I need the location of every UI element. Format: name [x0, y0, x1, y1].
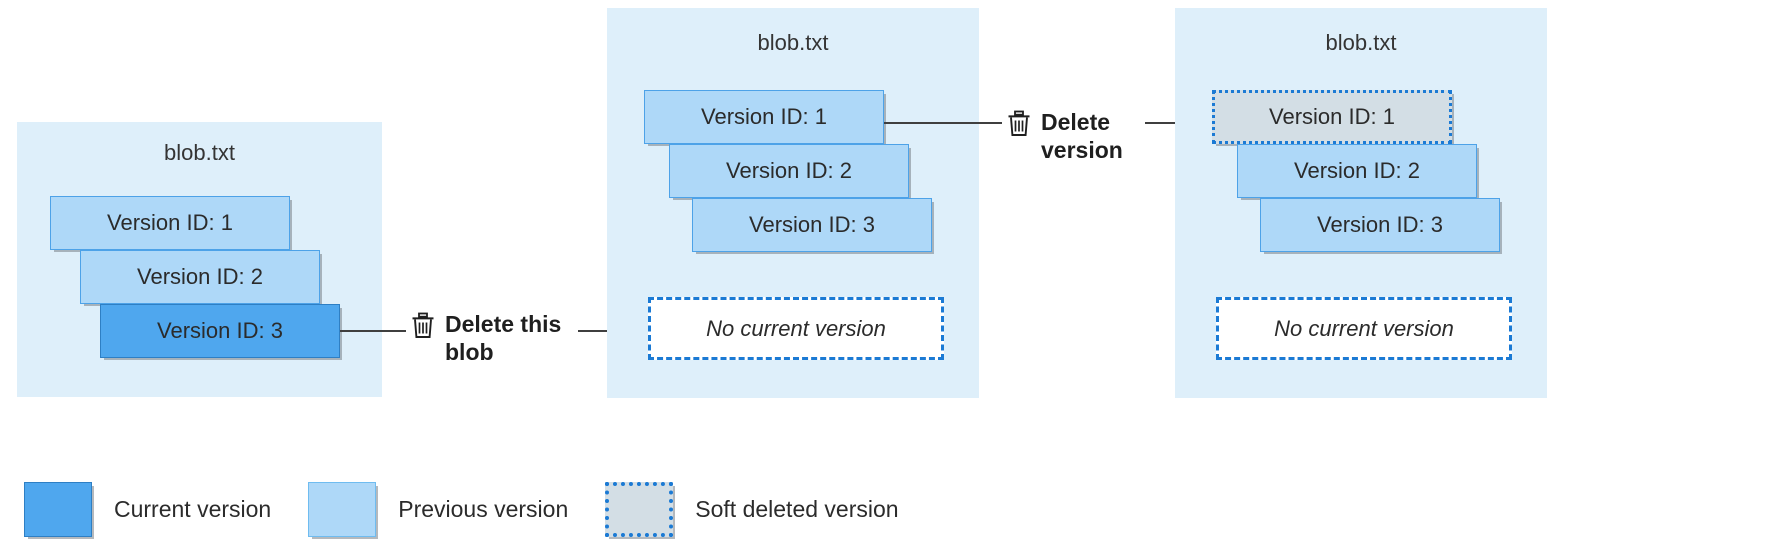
version-box-3[interactable]: Version ID: 3 — [692, 198, 932, 252]
version-box-3[interactable]: Version ID: 3 — [100, 304, 340, 358]
legend-item-previous-version: Previous version — [308, 482, 568, 537]
version-box-1[interactable]: Version ID: 1 — [644, 90, 884, 144]
action-label-text: Delete this blob — [445, 311, 562, 365]
panel-after-delete-version: blob.txt Version ID: 1 Version ID: 2 Ver… — [1175, 8, 1547, 398]
version-box-2[interactable]: Version ID: 2 — [1237, 144, 1477, 198]
legend-swatch-current-version — [24, 482, 92, 537]
trash-icon — [1006, 110, 1032, 143]
legend: Current version Previous version Soft de… — [24, 482, 899, 537]
version-label: Version ID: 3 — [157, 318, 283, 343]
legend-item-current-version: Current version — [24, 482, 271, 537]
panel-title: blob.txt — [757, 30, 829, 55]
no-current-version-box: No current version — [1216, 297, 1512, 360]
version-label: Version ID: 3 — [1317, 212, 1443, 237]
version-label: Version ID: 1 — [701, 104, 827, 129]
panel-title: blob.txt — [1325, 30, 1397, 55]
legend-label: Previous version — [398, 496, 569, 522]
legend-item-soft-deleted-version: Soft deleted version — [605, 482, 899, 537]
legend-label: Current version — [114, 496, 272, 522]
version-label: Version ID: 2 — [1294, 158, 1420, 183]
action-label-text: Delete version — [1041, 109, 1123, 163]
version-label: Version ID: 2 — [137, 264, 263, 289]
no-current-version-label: No current version — [1274, 315, 1454, 341]
no-current-version-label: No current version — [706, 315, 886, 341]
trash-icon — [410, 312, 436, 345]
version-box-1[interactable]: Version ID: 1 — [1212, 90, 1452, 144]
no-current-version-box: No current version — [648, 297, 944, 360]
legend-swatch-previous-version — [308, 482, 377, 537]
version-box-2[interactable]: Version ID: 2 — [80, 250, 320, 304]
legend-swatch-soft-deleted-version — [605, 482, 674, 537]
version-label: Version ID: 3 — [749, 212, 875, 237]
panel-after-delete-blob: blob.txt Version ID: 1 Version ID: 2 Ver… — [607, 8, 979, 398]
panel-before-delete: blob.txt Version ID: 1 Version ID: 2 Ver… — [17, 122, 382, 397]
version-box-2[interactable]: Version ID: 2 — [669, 144, 909, 198]
version-label: Version ID: 1 — [1269, 104, 1395, 129]
connector-panel2-to-delete-version — [884, 122, 1002, 124]
version-box-1[interactable]: Version ID: 1 — [50, 196, 290, 250]
panel-title: blob.txt — [164, 140, 235, 165]
connector-panel1-to-delete-blob — [340, 330, 406, 332]
version-box-3[interactable]: Version ID: 3 — [1260, 198, 1500, 252]
legend-label: Soft deleted version — [695, 496, 899, 522]
version-label: Version ID: 1 — [107, 210, 233, 235]
action-delete-this-blob[interactable]: Delete this blob — [410, 310, 561, 366]
action-delete-version[interactable]: Delete version — [1006, 108, 1123, 164]
version-label: Version ID: 2 — [726, 158, 852, 183]
